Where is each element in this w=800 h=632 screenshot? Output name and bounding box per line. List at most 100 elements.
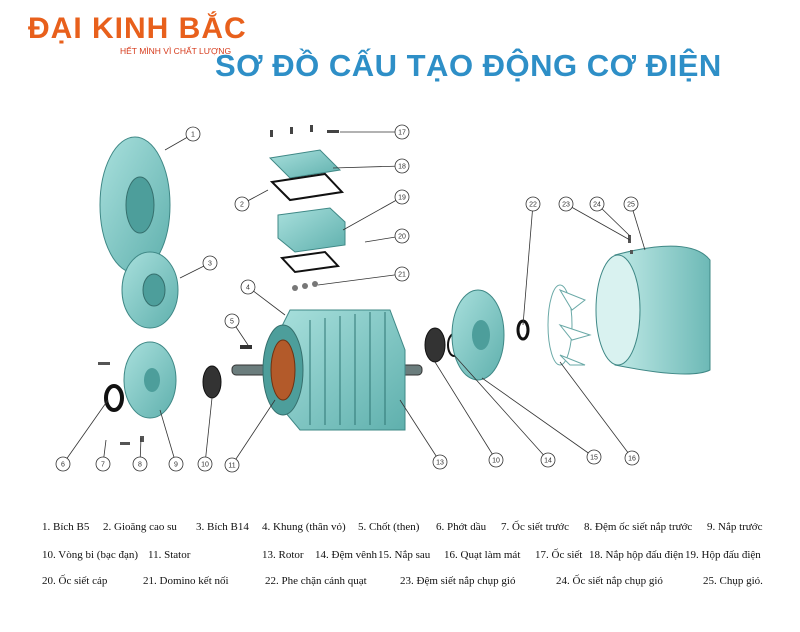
callout-number-25: 25 — [627, 202, 635, 209]
callout-number-1: 1 — [191, 132, 195, 139]
legend-item: 8. Đệm ốc siết nắp trước — [584, 521, 693, 533]
callout-number-7: 7 — [101, 462, 105, 469]
legend-item: 10. Vòng bi (bạc đạn) — [42, 549, 139, 561]
callout-circle-10-rear — [488, 452, 504, 468]
callout-leader-19 — [342, 196, 403, 231]
legend-item: 18. Nắp hộp đấu điện — [589, 549, 684, 561]
front-screws-part — [98, 362, 144, 445]
callout-circle-1 — [185, 126, 201, 142]
callout-leader-4 — [247, 286, 286, 316]
legend-item: 14. Đệm vênh — [315, 549, 378, 561]
callout-leader-22 — [522, 203, 534, 326]
callout-circle-17 — [394, 124, 410, 140]
callout-circle-8 — [132, 456, 148, 472]
legend-item: 21. Domino kết nối — [143, 575, 229, 587]
motor-frame-part — [231, 309, 423, 431]
callout-number-14: 14 — [544, 458, 552, 465]
callout-circle-23 — [558, 196, 574, 212]
legend-item: 9. Nắp trước — [707, 521, 763, 533]
callout-circle-24 — [589, 196, 605, 212]
callout-leader-6 — [62, 399, 109, 465]
callout-number-24: 24 — [593, 202, 601, 209]
callout-leader-23 — [565, 203, 631, 241]
legend-item: 5. Chốt (then) — [358, 521, 420, 533]
callout-leader-21 — [317, 273, 403, 286]
callout-number-18: 18 — [398, 164, 406, 171]
legend-item: 6. Phớt dầu — [436, 521, 487, 533]
callout-circle-10 — [197, 456, 213, 472]
callout-number-16: 16 — [628, 456, 636, 463]
callout-circle-6 — [55, 456, 71, 472]
callout-number-5: 5 — [230, 319, 234, 326]
callout-number-6: 6 — [61, 462, 65, 469]
callout-circle-22 — [525, 196, 541, 212]
key-pin-part — [240, 345, 252, 349]
legend-item: 11. Stator — [148, 549, 191, 561]
callout-number-13: 13 — [436, 460, 444, 467]
callout-number-3: 3 — [208, 261, 212, 268]
fan-cover-screws-part — [628, 235, 633, 254]
legend-item: 3. Bích B14 — [196, 521, 249, 533]
callout-number-4: 4 — [246, 285, 250, 292]
callout-number-20: 20 — [398, 234, 406, 241]
callout-leader-24 — [596, 203, 631, 237]
callout-leader-16 — [559, 361, 633, 459]
brand-name: ĐẠI KINH BẮC — [28, 12, 247, 45]
flange-b5-part — [99, 136, 171, 274]
legend-item: 7. Ốc siết trước — [501, 521, 569, 533]
legend-item: 13. Rotor — [262, 549, 304, 561]
callout-circle-5 — [224, 313, 240, 329]
callout-circle-14 — [540, 452, 556, 468]
callout-leader-13 — [399, 399, 441, 463]
legend-item: 4. Khung (thân vỏ) — [262, 521, 346, 533]
callout-circle-15 — [586, 449, 602, 465]
legend-item: 24. Ốc siết nắp chụp gió — [556, 575, 663, 587]
callout-number-10: 10 — [201, 462, 209, 469]
callout-circle-16 — [624, 450, 640, 466]
callout-number-8: 8 — [138, 462, 142, 469]
callout-circle-4 — [240, 279, 256, 295]
oil-seal-part — [104, 384, 124, 412]
page-title: SƠ ĐỒ CẤU TẠO ĐỘNG CƠ ĐIỆN — [215, 48, 722, 83]
callout-number-21: 21 — [398, 272, 406, 279]
legend-item: 19. Hộp đấu điện — [685, 549, 761, 561]
callout-circle-18 — [394, 158, 410, 174]
legend-item: 16. Quạt làm mát — [444, 549, 521, 561]
callout-leader-11 — [231, 399, 276, 466]
callout-number-17: 17 — [398, 130, 406, 137]
callout-circle-20 — [394, 228, 410, 244]
fan-cover-part — [595, 245, 711, 375]
callout-circle-13 — [432, 454, 448, 470]
legend-item: 25. Chụp gió. — [703, 575, 763, 587]
callout-leader-14 — [453, 354, 549, 461]
legend-item: 1. Bích B5 — [42, 521, 90, 533]
callout-circle-7 — [95, 456, 111, 472]
legend-item: 22. Phe chặn cánh quạt — [265, 575, 367, 587]
callout-circle-3 — [202, 255, 218, 271]
callout-circle-11 — [224, 457, 240, 473]
callout-leader-10 — [204, 397, 213, 465]
callout-leader-10-rear — [434, 361, 497, 461]
callout-number-9: 9 — [174, 462, 178, 469]
callout-circle-9 — [168, 456, 184, 472]
callout-circle-21 — [394, 266, 410, 282]
callout-circle-25 — [623, 196, 639, 212]
legend-item: 17. Ốc siết — [535, 549, 583, 561]
bearing-front-part — [202, 365, 222, 399]
rear-cover-part — [451, 289, 505, 381]
callout-circle-2 — [234, 196, 250, 212]
brand-logo: ĐẠI KINH BẮC HẾT MÌNH VÌ CHẤT LƯỢNG — [28, 12, 247, 57]
legend-item: 23. Đệm siết nắp chụp gió — [400, 575, 516, 587]
legend-item: 2. Gioăng cao su — [103, 521, 177, 533]
callout-number-11: 11 — [228, 463, 235, 470]
brand-tagline: HẾT MÌNH VÌ CHẤT LƯỢNG — [120, 46, 232, 56]
callout-leader-25 — [630, 203, 646, 251]
terminal-box-parts — [268, 125, 346, 291]
callout-circle-19 — [394, 189, 410, 205]
callout-number-19: 19 — [398, 195, 406, 202]
callout-number-10-rear: 10 — [492, 458, 500, 465]
legend-item: 20. Ốc siết cáp — [42, 575, 108, 587]
cooling-fan-part — [547, 284, 592, 366]
